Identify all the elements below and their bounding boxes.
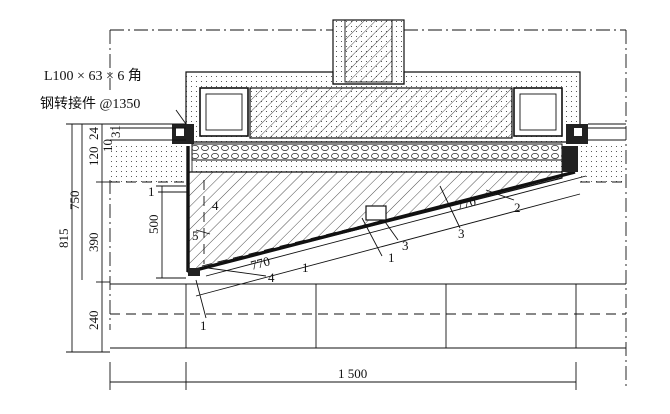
callout-3-b: 3 [458,226,465,241]
dim-390: 390 [86,233,101,253]
top-column [332,19,405,85]
beam-casing [172,71,588,144]
dim-750: 750 [67,191,82,211]
dim-770-lower: 770 [249,253,272,273]
note-leader [175,109,187,125]
callout-1-mid: 1 [302,260,309,275]
callout-2: 2 [514,200,521,215]
floor-lines-top [110,123,626,183]
note-line-1: L100 × 63 × 6 角 [44,68,142,84]
callout-4-lower: 4 [268,270,275,285]
note-line-2: 钢转接件 @1350 [40,95,140,112]
dim-10: 10 [100,139,115,152]
dim-500: 500 [146,215,161,235]
dim-lines-left [66,123,186,353]
slope-dims [195,175,587,297]
callout-4-upper: 4 [212,198,219,213]
dim-1500: 1 500 [338,366,367,381]
callout-1-bottom: 1 [200,318,207,333]
dim-31: 31 [108,125,123,138]
insulation-band [191,143,563,173]
dim-120: 120 [86,147,101,167]
dim-815: 815 [56,229,71,249]
outer-frame [109,29,627,390]
dim-240: 240 [86,311,101,331]
wedge-body [186,146,578,276]
dim-line-bottom [109,362,577,390]
callout-5: 5 [192,228,199,243]
callout-3-a: 3 [402,238,409,253]
dim-24: 24 [86,127,101,141]
leaders [158,185,515,319]
callout-1-right: 1 [388,250,395,265]
dim-770-upper: 770 [455,193,478,213]
callout-1-left: 1 [148,184,155,199]
lower-slab [110,283,626,349]
